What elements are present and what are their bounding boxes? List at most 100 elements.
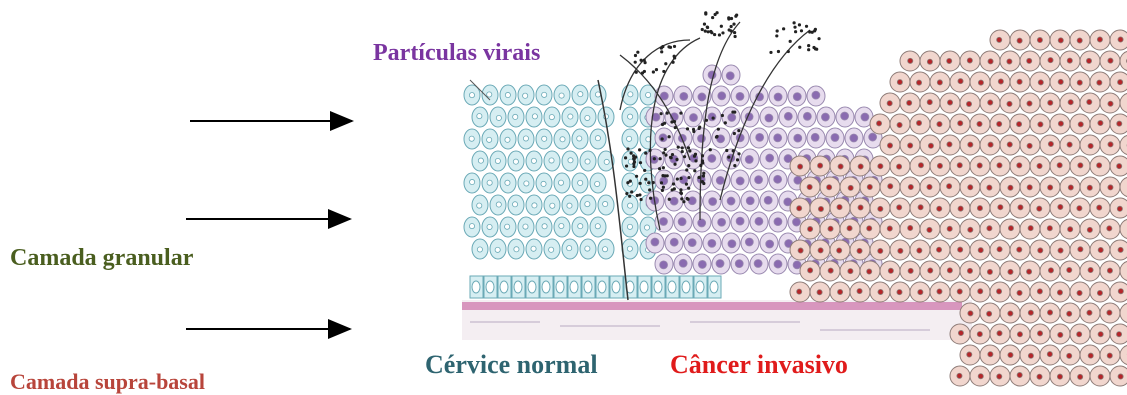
cell-nucleus (690, 114, 698, 122)
viral-particle (711, 16, 714, 19)
viral-particle (652, 70, 655, 73)
viral-particle (683, 155, 686, 158)
cell-nucleus (977, 121, 982, 126)
cell-nucleus (1007, 142, 1012, 147)
cell-nucleus (1067, 353, 1072, 358)
viral-particle (647, 181, 650, 184)
viral-particle (660, 181, 663, 184)
viral-particle (697, 176, 700, 179)
cell-nucleus (496, 202, 501, 207)
cell-nucleus (987, 311, 992, 316)
viral-particle (634, 61, 637, 64)
cell-nucleus (550, 203, 555, 208)
cell-nucleus (1038, 80, 1043, 85)
cell-nucleus (1027, 143, 1032, 148)
cell-nucleus (541, 181, 546, 186)
cell-nucleus (1058, 79, 1063, 84)
cell-nucleus (1037, 37, 1042, 42)
viral-particle (662, 166, 665, 169)
cell-nucleus (916, 120, 921, 125)
viral-particle (717, 128, 720, 131)
cell-nucleus (1048, 100, 1053, 105)
cell-nucleus (847, 226, 852, 231)
cell-nucleus (797, 289, 802, 294)
cell-nucleus (670, 238, 678, 246)
cell-nucleus (803, 112, 811, 120)
cell-nucleus (967, 58, 972, 63)
viral-particle (673, 120, 676, 123)
viral-particle (671, 61, 674, 64)
cell-nucleus (1058, 248, 1063, 253)
cell-nucleus (937, 122, 942, 127)
cell-nucleus (917, 248, 922, 253)
cell-nucleus (937, 206, 942, 211)
cell-nucleus (710, 281, 718, 293)
cell-nucleus (612, 281, 620, 293)
cell-nucleus (1027, 58, 1032, 63)
cell-nucleus (818, 206, 823, 211)
cell-nucleus (818, 248, 823, 253)
viral-particle (707, 30, 710, 33)
cell-nucleus (967, 352, 972, 357)
cell-nucleus (897, 289, 902, 294)
cell-nucleus (794, 134, 802, 142)
cell-nucleus (774, 175, 782, 183)
viral-particle (712, 116, 715, 119)
cell-nucleus (1047, 226, 1052, 231)
viral-particle (666, 112, 669, 115)
cell-nucleus (887, 226, 892, 231)
cell-nucleus (897, 79, 902, 84)
cell-nucleus (531, 158, 536, 163)
cell-nucleus (670, 197, 678, 205)
cell-nucleus (469, 224, 474, 229)
cell-nucleus (1027, 185, 1032, 190)
viral-particle (721, 114, 724, 117)
cell-nucleus (660, 261, 668, 269)
cell-nucleus (1057, 163, 1062, 168)
cell-nucleus (578, 92, 583, 97)
cell-nucleus (523, 136, 528, 141)
cell-nucleus (988, 352, 993, 357)
cell-nucleus (774, 134, 782, 142)
cell-nucleus (957, 289, 962, 294)
viral-particle (687, 176, 690, 179)
cell-nucleus (505, 224, 510, 229)
cell-nucleus (1087, 99, 1092, 104)
viral-particle (735, 13, 738, 16)
viral-particle (734, 35, 737, 38)
cell-nucleus (1117, 164, 1122, 169)
cell-nucleus (595, 136, 600, 141)
cell-nucleus (996, 289, 1001, 294)
cell-nucleus (937, 80, 942, 85)
viral-particle (644, 178, 647, 181)
cell-nucleus (1017, 38, 1022, 43)
cell-nucleus (1118, 37, 1123, 42)
cell-nucleus (568, 158, 573, 163)
viral-particle (725, 149, 728, 152)
basal-cell-row (470, 276, 721, 298)
cell-nucleus (1037, 289, 1042, 294)
cell-nucleus (867, 269, 872, 274)
cell-nucleus (1107, 310, 1112, 315)
cell-nucleus (968, 142, 973, 147)
viral-particle (737, 152, 740, 155)
cell-nucleus (578, 224, 583, 229)
viral-particle (776, 29, 779, 32)
cell-nucleus (1118, 247, 1123, 252)
cell-nucleus (947, 184, 952, 189)
viral-particle (789, 40, 792, 43)
cell-nucleus (646, 92, 651, 97)
viral-particle (648, 188, 651, 191)
viral-particle (730, 25, 733, 28)
cell-nucleus (1028, 353, 1033, 358)
cell-nucleus (1008, 226, 1013, 231)
viral-particle (703, 23, 706, 26)
cell-nucleus (651, 238, 659, 246)
cell-nucleus (928, 268, 933, 273)
cell-nucleus (838, 164, 843, 169)
cell-nucleus (947, 100, 952, 105)
viral-particle (798, 23, 801, 26)
cell-nucleus (908, 268, 913, 273)
cell-nucleus (1118, 80, 1123, 85)
viral-particle (715, 11, 718, 14)
